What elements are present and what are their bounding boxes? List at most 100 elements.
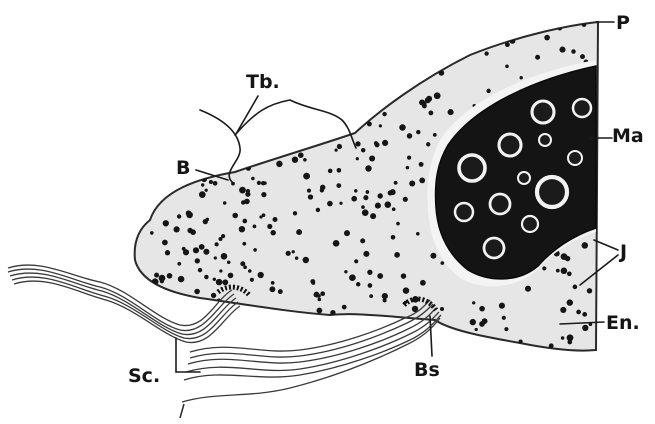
granule [214, 256, 217, 259]
granule [355, 141, 360, 146]
granule [544, 35, 550, 41]
granule [369, 155, 375, 161]
granule [434, 92, 441, 99]
granule [361, 148, 366, 153]
granule [222, 279, 228, 285]
granule [239, 226, 245, 232]
granule [349, 274, 356, 281]
granule [316, 208, 320, 212]
granule [354, 189, 357, 192]
granule [239, 187, 246, 194]
granule [416, 232, 420, 236]
granule [246, 189, 250, 193]
granule [505, 64, 509, 68]
granule [379, 124, 382, 127]
label-Tb: Tb. [246, 71, 280, 93]
nucleolus [573, 99, 591, 117]
granule [582, 312, 587, 317]
granule [310, 279, 315, 284]
granule [295, 256, 299, 260]
granule [520, 76, 523, 79]
granule [228, 273, 234, 279]
granule [261, 192, 266, 197]
granule [525, 286, 531, 292]
granule [383, 298, 387, 302]
granule [475, 328, 478, 331]
granule [250, 278, 254, 282]
granule [328, 169, 333, 174]
granule [351, 196, 357, 202]
granule [337, 168, 342, 173]
nucleolus [499, 134, 521, 156]
granule [253, 225, 257, 229]
granule [505, 42, 510, 47]
granule [360, 238, 365, 243]
granule [419, 162, 424, 167]
granule [320, 185, 325, 190]
granule [293, 211, 297, 215]
granule [499, 303, 505, 309]
granule [407, 155, 411, 159]
granule [344, 230, 350, 236]
granule [479, 321, 485, 327]
label-En: En. [606, 312, 640, 334]
label-Ma: Ma [612, 125, 644, 147]
granule [535, 55, 540, 60]
granule [316, 308, 322, 314]
granule [296, 229, 302, 235]
granule [582, 242, 589, 249]
granule [426, 142, 430, 146]
granule [209, 180, 213, 184]
granule [330, 310, 335, 315]
granule [276, 161, 282, 167]
granule [549, 343, 554, 348]
granule [391, 235, 396, 240]
granule [428, 110, 433, 115]
granule [573, 285, 578, 290]
strand-tail [180, 404, 184, 418]
granule [267, 224, 272, 229]
granule [388, 190, 393, 195]
granule [205, 189, 208, 192]
granule [178, 276, 185, 283]
granule [273, 217, 278, 222]
granule [370, 213, 376, 219]
granule [242, 219, 247, 224]
granule [419, 99, 425, 105]
granule [448, 109, 454, 115]
granule [403, 197, 408, 202]
granule [216, 279, 223, 286]
granule [567, 340, 572, 345]
granule [556, 269, 560, 273]
nucleolus [459, 155, 485, 181]
nucleolus [518, 172, 530, 184]
nucleolus [568, 151, 582, 165]
nucleolus [522, 216, 538, 232]
granule [559, 47, 565, 53]
granule [271, 230, 276, 235]
granule [258, 272, 264, 278]
granule [587, 288, 592, 293]
granule [159, 275, 166, 282]
granule [560, 307, 566, 313]
granule [286, 251, 291, 256]
granule [365, 165, 371, 171]
granule [204, 275, 208, 279]
granule [327, 201, 333, 207]
granule [392, 207, 396, 211]
granule [571, 49, 575, 53]
nucleolus [537, 177, 567, 207]
granule [193, 247, 199, 253]
granule [174, 226, 180, 232]
granule [441, 261, 445, 265]
granule [403, 287, 409, 293]
granule [336, 183, 341, 188]
granule [440, 307, 444, 311]
granule [406, 166, 410, 170]
granule [385, 201, 392, 208]
granule [382, 112, 386, 116]
granule [198, 268, 202, 272]
granule [253, 248, 257, 252]
granule [542, 266, 546, 270]
label-Bs: Bs [414, 359, 440, 381]
